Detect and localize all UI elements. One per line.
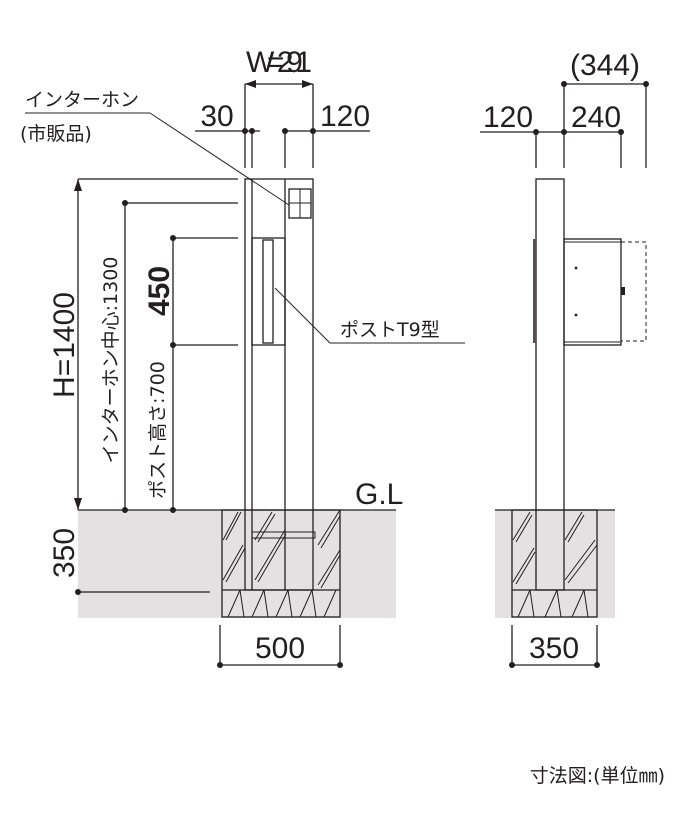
mailbox-label: ポストT9型	[340, 319, 440, 341]
ground-level-label: G.L	[355, 478, 403, 511]
depth-label: 350	[48, 528, 81, 578]
footing-width-label: 500	[255, 632, 305, 665]
ground-left	[78, 510, 396, 618]
height-dimensions	[74, 178, 238, 595]
mailbox-depth-label: 240	[571, 101, 621, 134]
offset-left-label: 30	[200, 100, 233, 133]
width-dimension	[195, 80, 370, 168]
side-dimensions	[480, 81, 649, 668]
height-label: H=1400	[48, 292, 81, 398]
intercom-note: (市販品)	[20, 123, 92, 145]
width-label: W=291	[246, 46, 312, 79]
total-depth-label: (344)	[570, 49, 640, 82]
mailbox-height-label: 450	[143, 266, 176, 316]
intercom-label: インターホン	[25, 89, 139, 111]
post-height-label: ポスト高さ:700	[147, 361, 169, 499]
front-footing	[221, 509, 341, 618]
intercom-box	[288, 188, 312, 219]
mailbox-side	[563, 238, 647, 346]
side-post	[533, 178, 565, 591]
mailbox-front	[251, 237, 286, 346]
post-depth-label: 120	[483, 101, 533, 134]
side-footing-width-label: 350	[529, 632, 579, 665]
ground-right	[495, 510, 615, 618]
offset-right-label: 120	[320, 100, 370, 133]
intercom-center-label: インターホン中心:1300	[100, 257, 122, 464]
caption: 寸法図:(単位㎜)	[530, 765, 665, 787]
